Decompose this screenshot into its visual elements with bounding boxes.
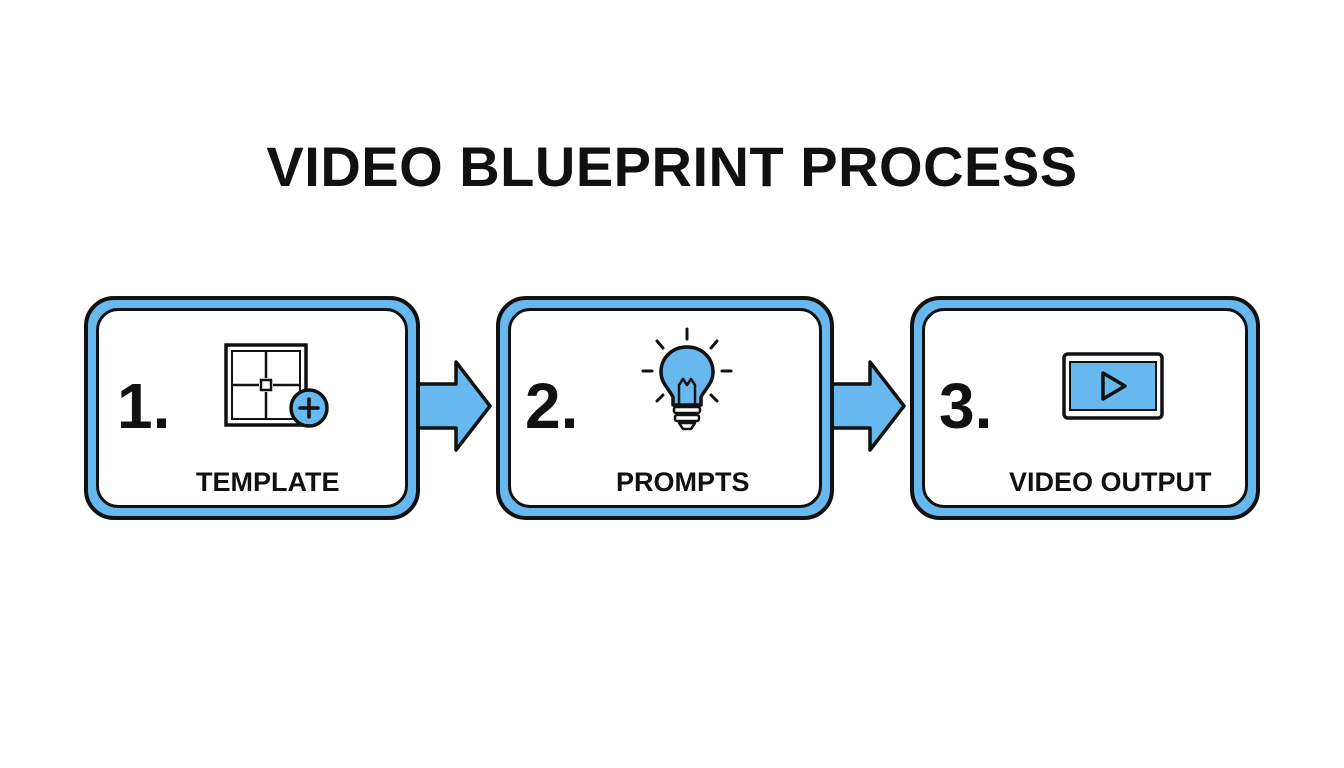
step-card: 2. PROMPTS <box>508 308 822 508</box>
step-card: 3. VIDEO OUTPUT <box>922 308 1248 508</box>
arrow-right-icon <box>410 360 492 452</box>
diagram-title: VIDEO BLUEPRINT PROCESS <box>266 135 1078 198</box>
video-play-icon <box>1062 352 1164 420</box>
step-label: VIDEO OUTPUT <box>1009 467 1212 497</box>
step-number: 2. <box>525 370 579 442</box>
step-label: PROMPTS <box>616 467 750 497</box>
lightbulb-icon <box>641 327 733 431</box>
template-grid-add-icon <box>224 343 329 428</box>
step-video-output: 3. VIDEO OUTPUT <box>910 296 1260 520</box>
step-number: 1. <box>117 370 171 442</box>
step-card: 1. TEMPLATE <box>96 308 408 508</box>
step-prompts: 2. PROMPTS <box>496 296 834 520</box>
arrow-right-icon <box>824 360 906 452</box>
step-label: TEMPLATE <box>196 467 340 497</box>
step-template: 1. TEMPLATE <box>84 296 420 520</box>
step-number: 3. <box>939 370 993 442</box>
